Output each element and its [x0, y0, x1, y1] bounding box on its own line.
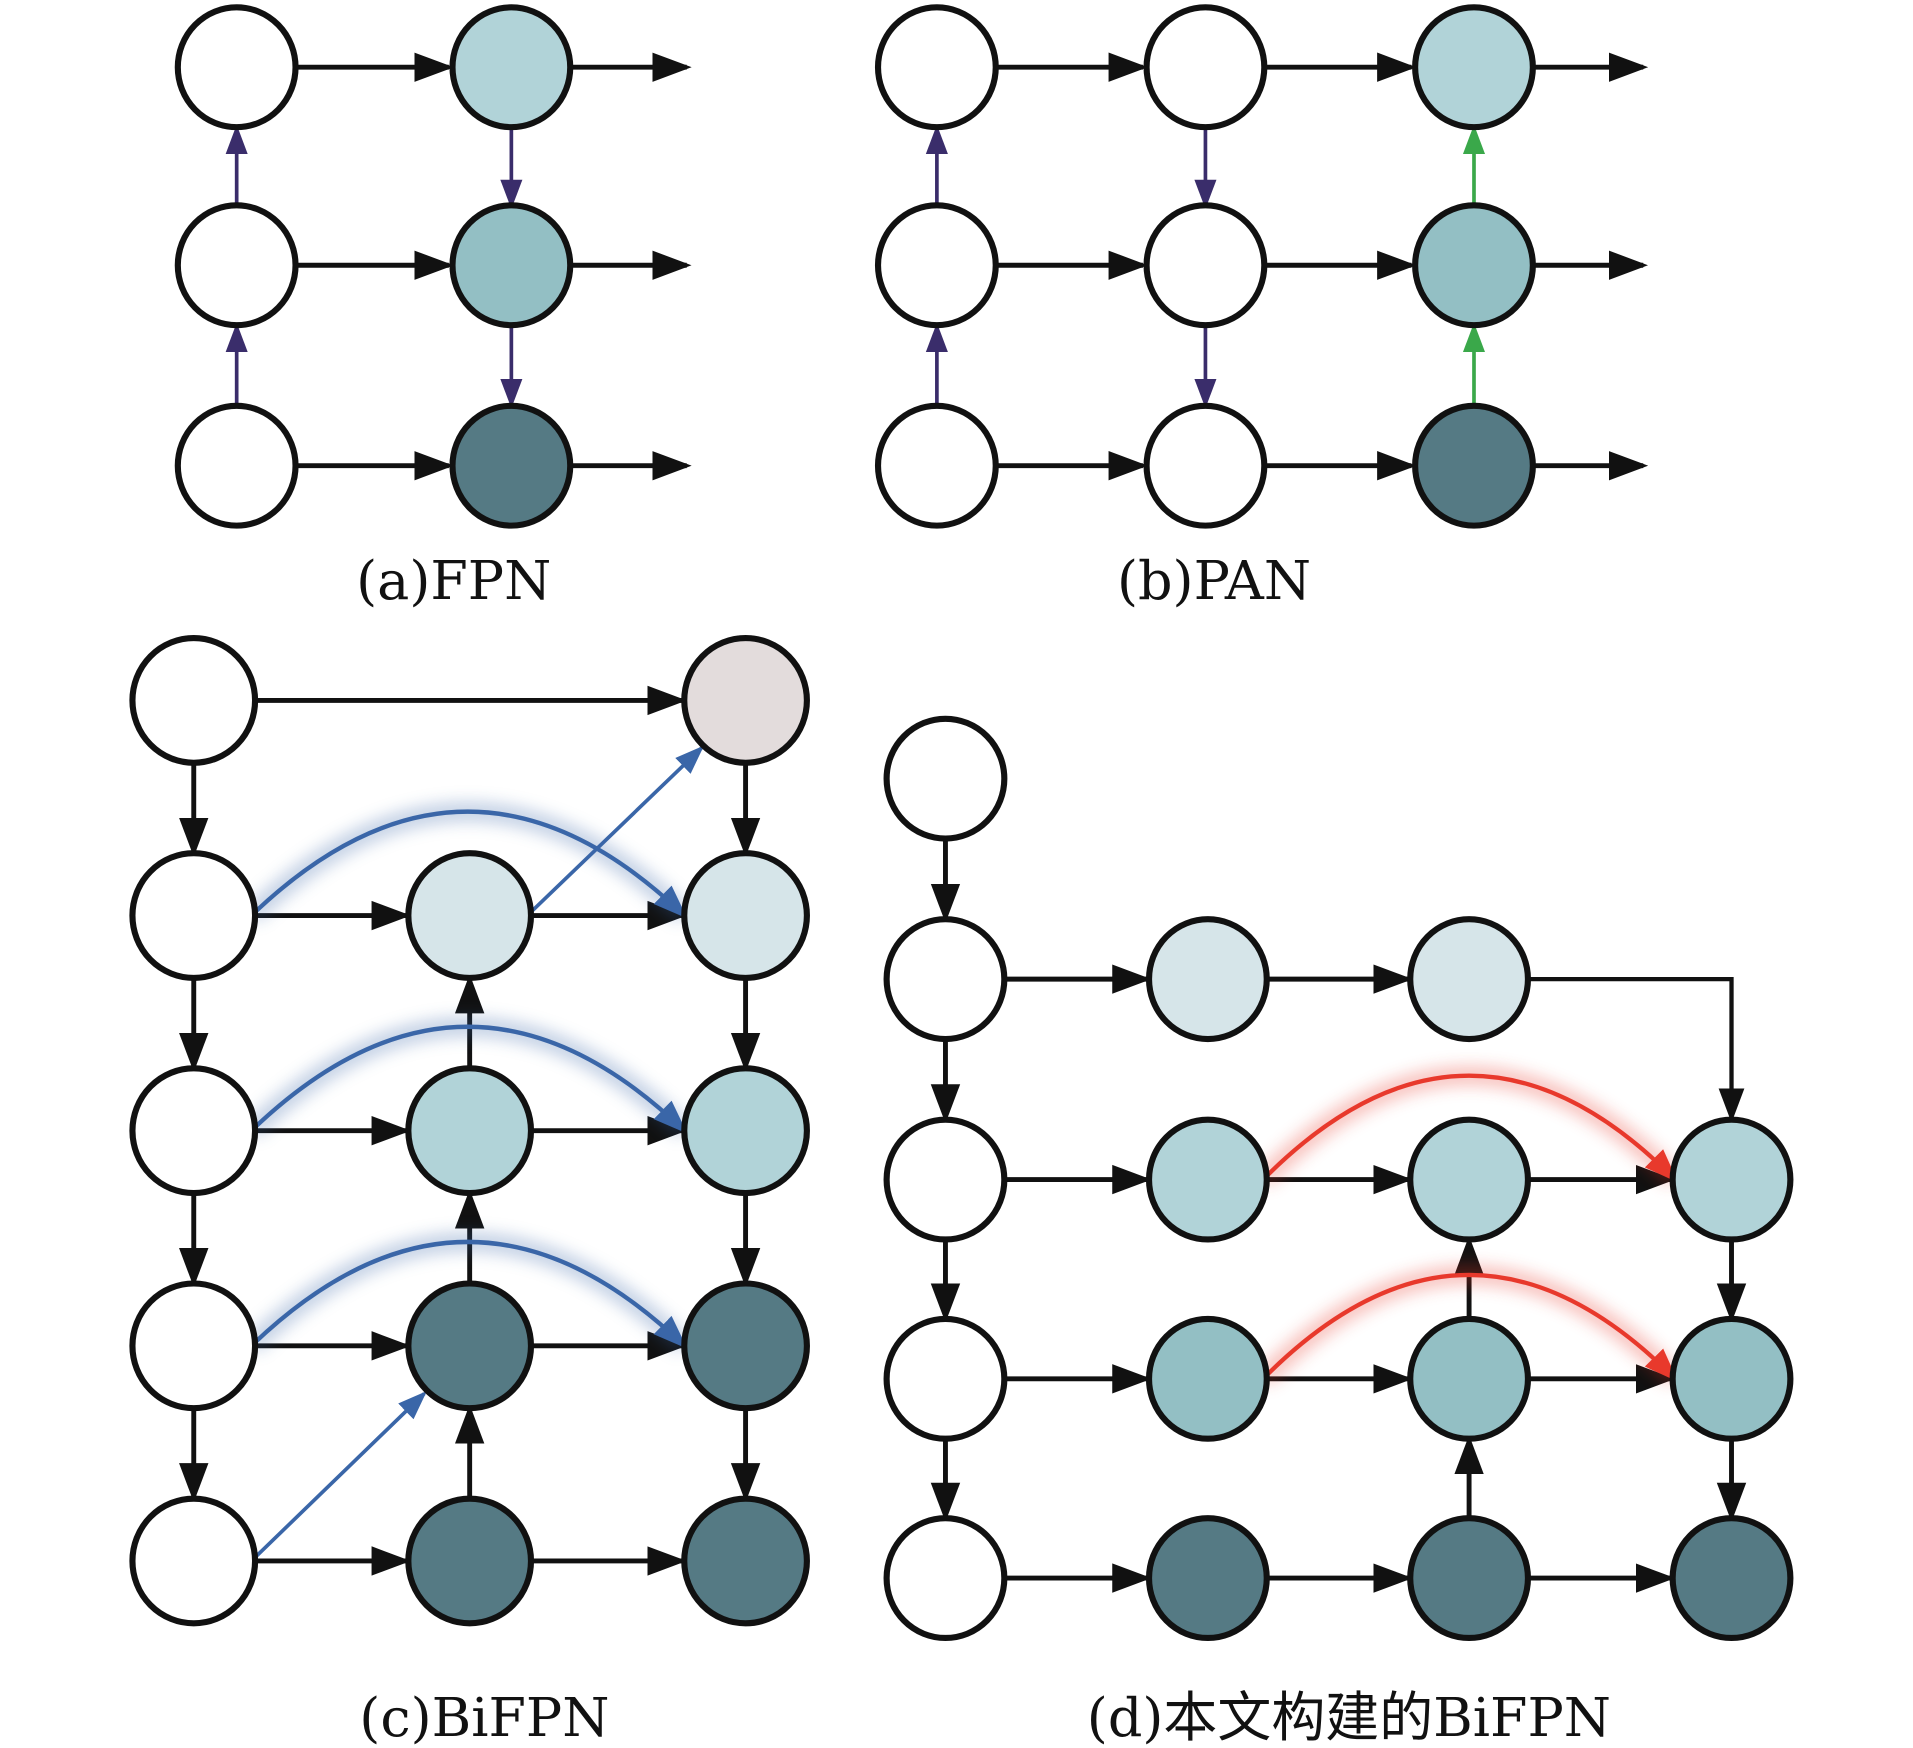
- feature-node: [1407, 1315, 1532, 1442]
- feature-node: [129, 635, 259, 766]
- arrow-edge: [250, 1390, 427, 1563]
- feature-node: [1143, 4, 1268, 131]
- feature-node: [1412, 202, 1536, 329]
- feature-node: [1145, 1116, 1270, 1243]
- feature-node: [883, 916, 1008, 1043]
- feature-node: [1412, 402, 1536, 529]
- feature-node: [883, 1315, 1008, 1442]
- feature-node: [1145, 1315, 1270, 1442]
- feature-node: [883, 715, 1008, 842]
- caption-bifpn: (c)BiFPN: [359, 1686, 609, 1748]
- feature-node: [405, 1280, 535, 1412]
- skip-connection-arc: [1261, 1073, 1679, 1183]
- feature-node: [1412, 4, 1536, 131]
- feature-node: [1669, 1116, 1794, 1243]
- feature-node: [1145, 1515, 1270, 1642]
- feature-node: [874, 202, 999, 329]
- feature-node: [174, 202, 299, 329]
- feature-node: [883, 1515, 1008, 1642]
- feature-node: [681, 1065, 810, 1197]
- arrow-edge: [1527, 976, 1745, 1123]
- feature-node: [1407, 916, 1532, 1043]
- feature-node: [681, 635, 810, 766]
- feature-node: [129, 1065, 259, 1197]
- skip-connection-arc: [249, 1239, 688, 1349]
- feature-node: [449, 4, 574, 131]
- feature-node: [681, 850, 810, 981]
- arrow-edge: [526, 745, 705, 917]
- skip-connection-arc: [1261, 1272, 1679, 1382]
- feature-node: [681, 1280, 810, 1412]
- feature-node: [1669, 1315, 1794, 1442]
- feature-node: [1145, 916, 1270, 1043]
- caption-pan: (b)PAN: [1117, 549, 1311, 612]
- feature-node: [681, 1495, 810, 1627]
- caption-fpn: (a)FPN: [356, 549, 551, 612]
- feature-node: [874, 4, 999, 131]
- skip-connection-arc: [249, 1024, 688, 1134]
- feature-node: [449, 202, 574, 329]
- feature-node: [174, 402, 299, 529]
- feature-node: [1143, 202, 1268, 329]
- caption-proposed-bifpn: (d)本文构建的BiFPN: [1087, 1686, 1611, 1748]
- feature-node: [1669, 1515, 1794, 1642]
- feature-node: [883, 1116, 1008, 1243]
- feature-node: [174, 4, 299, 131]
- feature-node: [129, 850, 259, 981]
- skip-connection-arc: [249, 809, 688, 919]
- feature-node: [1407, 1116, 1532, 1243]
- feature-node: [874, 402, 999, 529]
- feature-node: [405, 1495, 535, 1627]
- feature-node: [405, 1065, 535, 1197]
- feature-node: [1143, 402, 1268, 529]
- feature-node: [129, 1495, 259, 1627]
- feature-node: [405, 850, 535, 981]
- feature-node: [449, 402, 574, 529]
- feature-node: [1407, 1515, 1532, 1642]
- feature-node: [129, 1280, 259, 1412]
